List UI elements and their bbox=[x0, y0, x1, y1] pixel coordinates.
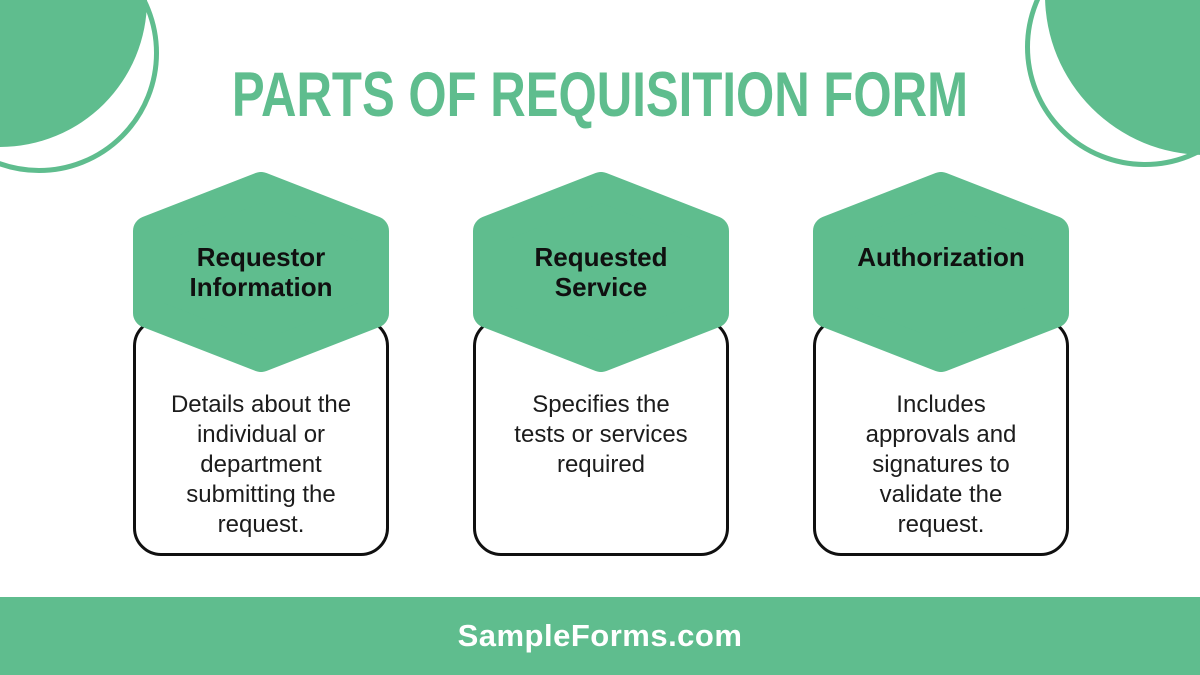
footer-brand: SampleForms.com bbox=[457, 618, 743, 653]
card-requested-service: Requested Service Specifies the tests or… bbox=[473, 172, 729, 556]
hexagon-header-icon bbox=[133, 172, 389, 372]
page-title: PARTS OF REQUISITION FORM bbox=[231, 60, 969, 130]
card-authorization: Authorization Includes approvals and sig… bbox=[813, 172, 1069, 556]
card-heading: Authorization bbox=[857, 242, 1025, 272]
card-body-text: Includes approvals and signatures to val… bbox=[865, 391, 1017, 538]
footer-bar: SampleForms.com bbox=[0, 597, 1200, 675]
hexagon-header-icon bbox=[813, 172, 1069, 372]
card-requestor-information: Requestor Information Details about the … bbox=[133, 172, 389, 556]
card-body-text: Details about the individual or departme… bbox=[170, 391, 352, 538]
title-row: PARTS OF REQUISITION FORM bbox=[0, 64, 1200, 127]
hexagon-header-icon bbox=[473, 172, 729, 372]
card-body-text: Specifies the tests or services required bbox=[514, 391, 688, 478]
card-heading: Requested Service bbox=[534, 242, 668, 302]
card-heading: Requestor Information bbox=[189, 242, 333, 302]
